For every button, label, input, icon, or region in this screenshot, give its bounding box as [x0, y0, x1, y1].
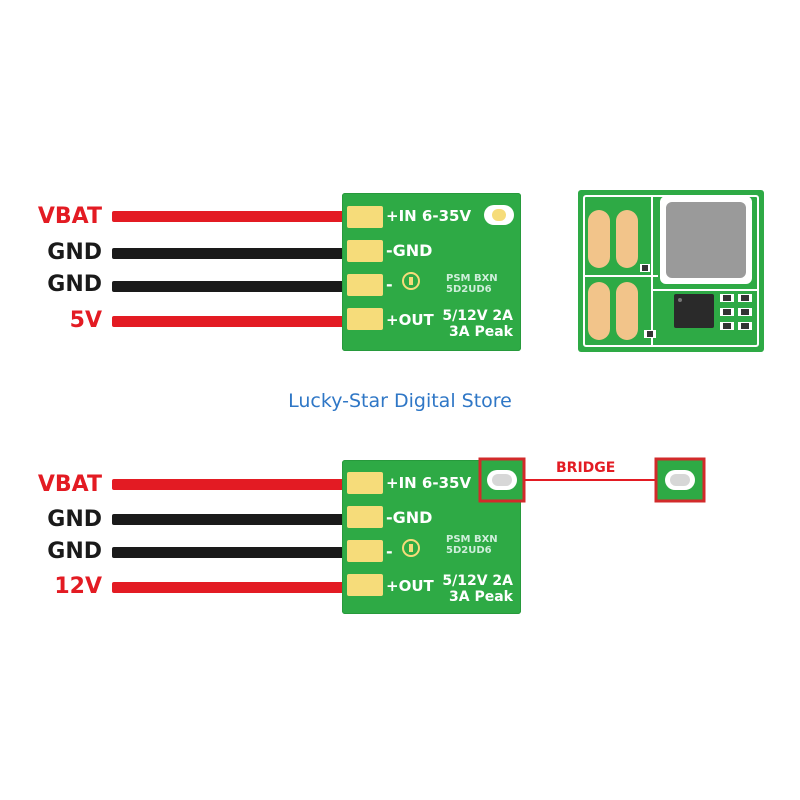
inductor-core	[666, 202, 746, 278]
wire-label-gnd: GND	[47, 240, 102, 265]
silk-output-label: +OUT	[386, 577, 434, 595]
smd-component	[741, 323, 749, 329]
smd-component	[723, 309, 731, 315]
wire-label-vbat: VBAT	[37, 204, 102, 229]
solder-pad-in	[347, 206, 383, 228]
silk-part-line1: PSM BXN	[446, 534, 498, 545]
wire-label-output: 5V	[69, 308, 102, 333]
silk-input-label: +IN 6-35V	[386, 207, 472, 225]
solder-pad-back	[616, 282, 638, 340]
bridge-diagram	[478, 457, 706, 503]
solder-pad-gnd	[347, 506, 383, 528]
silk-gnd-label: -GND	[386, 508, 433, 527]
solder-pad-in	[347, 472, 383, 494]
bridge-pad-inner	[492, 474, 512, 486]
smd-component	[642, 265, 648, 271]
solder-pad-back	[616, 210, 638, 268]
silk-minus-label: -	[386, 275, 393, 294]
smd-component	[741, 309, 749, 315]
wire-output	[112, 582, 348, 593]
solder-pad-back	[588, 282, 610, 340]
pcb-board-front: +IN 6-35V -GND - PSM BXN 5D2UD6 +OUT 5/1…	[342, 193, 521, 351]
solder-pad-back	[588, 210, 610, 268]
solder-pad-gnd	[347, 274, 383, 296]
chip-icon	[402, 539, 420, 557]
silk-spec-line1: 5/12V 2A	[442, 573, 513, 589]
bridge-pad-inner	[670, 474, 690, 486]
wire-label-output: 12V	[54, 574, 102, 599]
pcb-board-front: +IN 6-35V -GND - PSM BXN 5D2UD6 +OUT 5/1…	[342, 460, 521, 614]
wire-label-gnd: GND	[47, 272, 102, 297]
wire-gnd	[112, 514, 348, 525]
wire-vbat	[112, 211, 348, 222]
solder-pad-out	[347, 574, 383, 596]
wire-gnd	[112, 281, 348, 292]
smd-component	[723, 323, 731, 329]
solder-pad-out	[347, 308, 383, 330]
silk-part-line1: PSM BXN	[446, 273, 498, 284]
store-name: Lucky-Star Digital Store	[288, 390, 512, 412]
smd-component	[647, 331, 653, 337]
solder-pad-gnd	[347, 540, 383, 562]
wire-gnd	[112, 248, 348, 259]
silk-spec-line1: 5/12V 2A	[442, 308, 513, 324]
silk-spec-line2: 3A Peak	[449, 589, 513, 605]
silk-part-line2: 5D2UD6	[446, 545, 492, 556]
silk-spec-line2: 3A Peak	[449, 324, 513, 340]
silk-gnd-label: -GND	[386, 241, 433, 260]
wire-vbat	[112, 479, 348, 490]
wire-output	[112, 316, 348, 327]
solder-pad-gnd	[347, 240, 383, 262]
bridge-pad-small	[484, 205, 514, 225]
chip-icon	[402, 272, 420, 290]
silk-part-line2: 5D2UD6	[446, 284, 492, 295]
wire-gnd	[112, 547, 348, 558]
ic-pin1-dot	[678, 298, 682, 302]
silk-output-label: +OUT	[386, 311, 434, 329]
bridge-label: BRIDGE	[556, 460, 616, 476]
silk-minus-label: -	[386, 542, 393, 561]
smd-component	[723, 295, 731, 301]
pcb-board-back	[578, 190, 764, 352]
silk-input-label: +IN 6-35V	[386, 474, 472, 492]
smd-component	[741, 295, 749, 301]
wire-label-gnd: GND	[47, 507, 102, 532]
wire-label-vbat: VBAT	[37, 472, 102, 497]
ic-chip	[674, 294, 714, 328]
wire-label-gnd: GND	[47, 539, 102, 564]
